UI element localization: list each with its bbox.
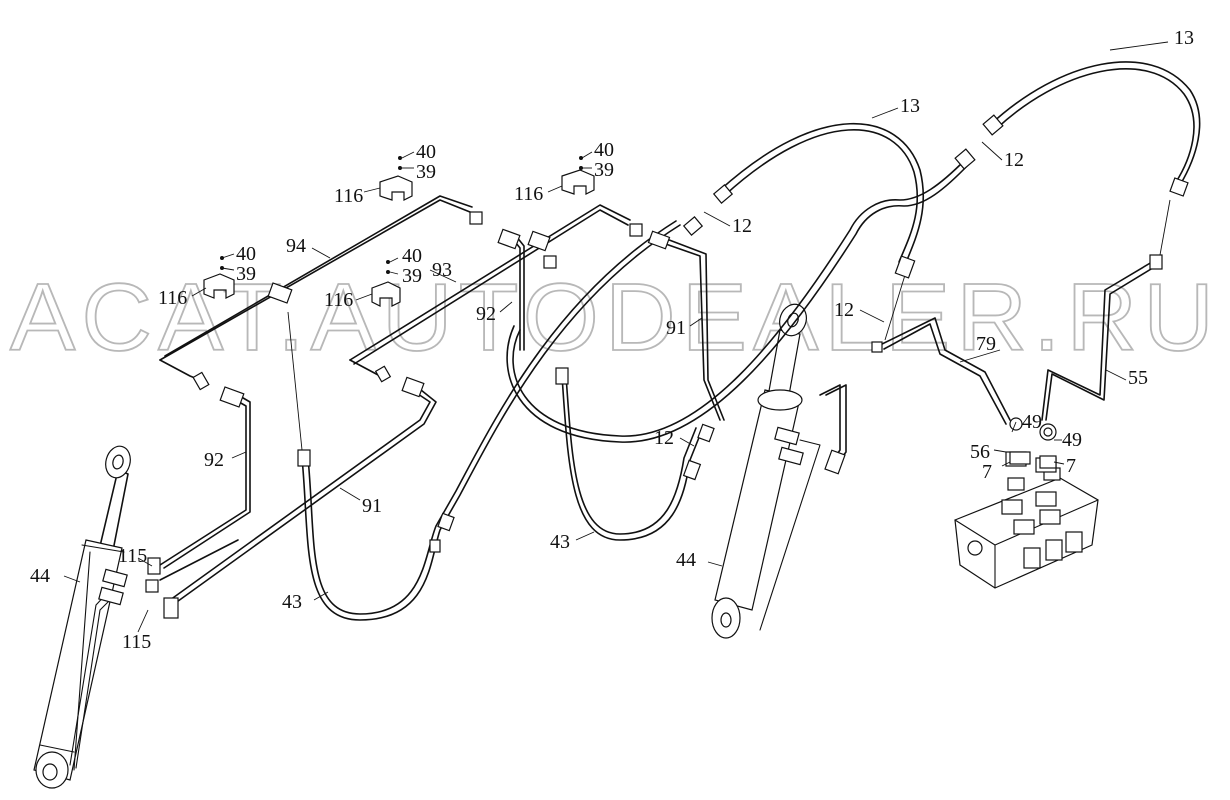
callout-39-a: 39 [416, 161, 436, 183]
callout-40-a: 40 [416, 141, 436, 163]
leader-lines [63, 41, 1169, 633]
valve-block [954, 451, 1099, 589]
callout-43-left: 43 [282, 591, 302, 613]
callout-39-b: 39 [594, 159, 614, 181]
callout-12-hose: 12 [834, 299, 854, 321]
callout-40-b: 40 [594, 139, 614, 161]
callout-12-top-right: 12 [1004, 149, 1024, 171]
right-cylinder [711, 303, 821, 639]
callout-115-bottom: 115 [122, 631, 151, 653]
watermark-text: ACAT.AUTODEALER.RU [10, 264, 1220, 371]
callout-91-right: 91 [666, 317, 686, 339]
callout-55: 55 [1128, 367, 1148, 389]
fittings [145, 114, 1189, 619]
callout-79: 79 [976, 333, 996, 355]
callout-92-left: 92 [204, 449, 224, 471]
callout-94: 94 [286, 235, 306, 257]
callout-39-d: 39 [402, 265, 422, 287]
flexible-hoses [287, 61, 1201, 621]
callout-13-right: 13 [1174, 27, 1194, 49]
callout-44-right: 44 [676, 549, 696, 571]
callout-92-middle: 92 [476, 303, 496, 325]
callout-116-c: 116 [158, 287, 187, 309]
callout-93: 93 [432, 259, 452, 281]
callout-116-a: 116 [334, 185, 363, 207]
callout-115-top: 115 [118, 545, 147, 567]
callout-12-middle: 12 [732, 215, 752, 237]
callout-40-d: 40 [402, 245, 422, 267]
callout-49-a: 49 [1022, 411, 1042, 433]
clamps [203, 156, 595, 307]
callout-49-b: 49 [1062, 429, 1082, 451]
callout-39-c: 39 [236, 263, 256, 285]
callout-7-b: 7 [1066, 455, 1076, 477]
callout-40-c: 40 [236, 243, 256, 265]
hydraulic-lines [159, 195, 1157, 605]
left-cylinder [33, 445, 131, 789]
callout-116-d: 116 [324, 289, 353, 311]
callout-116-b: 116 [514, 183, 543, 205]
callout-91-left: 91 [362, 495, 382, 517]
callout-12-lower: 12 [654, 427, 674, 449]
callout-43-right: 43 [550, 531, 570, 553]
callout-13-middle: 13 [900, 95, 920, 117]
callout-7-a: 7 [982, 461, 992, 483]
callout-44-left: 44 [30, 565, 50, 587]
callout-labels: 13 13 12 12 12 12 40 39 116 40 39 116 40… [30, 27, 1194, 653]
callout-56: 56 [970, 441, 990, 463]
